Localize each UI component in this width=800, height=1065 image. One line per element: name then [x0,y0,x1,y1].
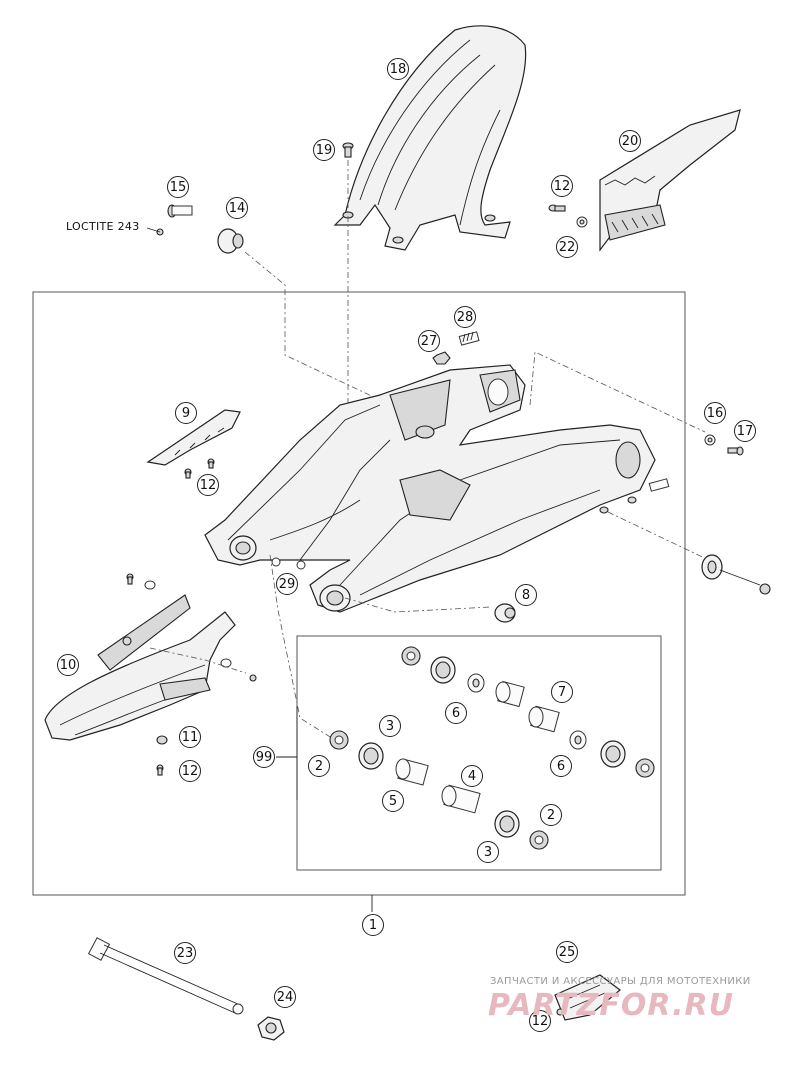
callout-10: 10 [57,654,79,676]
adjuster-stud [599,478,670,514]
assembly-line [244,251,381,401]
washer-16 [704,434,716,446]
callout-28: 28 [454,306,476,328]
callout-9: 9 [175,402,197,424]
callout-12: 12 [179,760,201,782]
callout-12: 12 [197,474,219,496]
callout-3: 3 [477,841,499,863]
slider-screws-12 [184,458,215,479]
chain-guard-upper [599,109,741,252]
callout-11: 11 [179,726,201,748]
protector-25 [554,974,621,1021]
callout-12: 12 [529,1010,551,1032]
pivot-axle-23 [87,937,244,1015]
bearing-set-lower [329,730,549,850]
callout-3: 3 [379,715,401,737]
callout-20: 20 [619,130,641,152]
assembly-line [149,647,247,674]
axle-nut-24 [257,1016,285,1041]
callout-6: 6 [445,702,467,724]
callout-4: 4 [461,765,483,787]
callout-7: 7 [551,681,573,703]
callout-2: 2 [540,804,562,826]
callout-18: 18 [387,58,409,80]
callout-99: 99 [253,746,275,768]
assembly-line [607,511,716,564]
chain-guide-10 [44,594,236,741]
callout-5: 5 [382,790,404,812]
callout-19: 19 [313,139,335,161]
guide-screws [126,573,257,776]
watermark-logo: PARTZFOR.RU [488,988,734,1023]
callout-8: 8 [515,584,537,606]
washer-29 [271,557,306,570]
pivot-bush-and-screw [701,554,771,595]
callout-15: 15 [167,176,189,198]
callout-29: 29 [276,573,298,595]
watermark-tagline: ЗАПЧАСТИ И АКСЕССУАРЫ ДЛЯ МОТОТЕХНИКИ [490,976,751,987]
pivot-screw-15 [156,204,193,236]
callout-1: 1 [362,914,384,936]
chain-slider-9 [146,409,241,466]
callout-6: 6 [550,755,572,777]
callout-25: 25 [556,941,578,963]
bush-8 [494,603,516,623]
assembly-frame [32,291,686,896]
callout-14: 14 [226,197,248,219]
callout-27: 27 [418,330,440,352]
adjuster-bolt-28 [458,331,480,346]
callout-23: 23 [174,942,196,964]
callout-2: 2 [308,755,330,777]
assembly-line [344,597,491,613]
callout-17: 17 [734,420,756,442]
mudguard-screw [342,142,354,158]
assembly-line [269,554,336,741]
rear-mudguard [333,25,527,251]
callout-12: 12 [551,175,573,197]
bearing-set-upper [401,646,655,778]
swingarm [204,364,656,613]
callout-16: 16 [704,402,726,424]
loctite-note: LOCTITE 243 [66,220,140,233]
spacer-14 [217,228,244,254]
nut-27 [432,351,451,365]
assembly-line [529,351,706,433]
callout-22: 22 [556,236,578,258]
screw-17 [727,446,744,456]
guard-bolt-washer [548,204,588,228]
callout-24: 24 [274,986,296,1008]
loctite-leader [146,227,161,233]
